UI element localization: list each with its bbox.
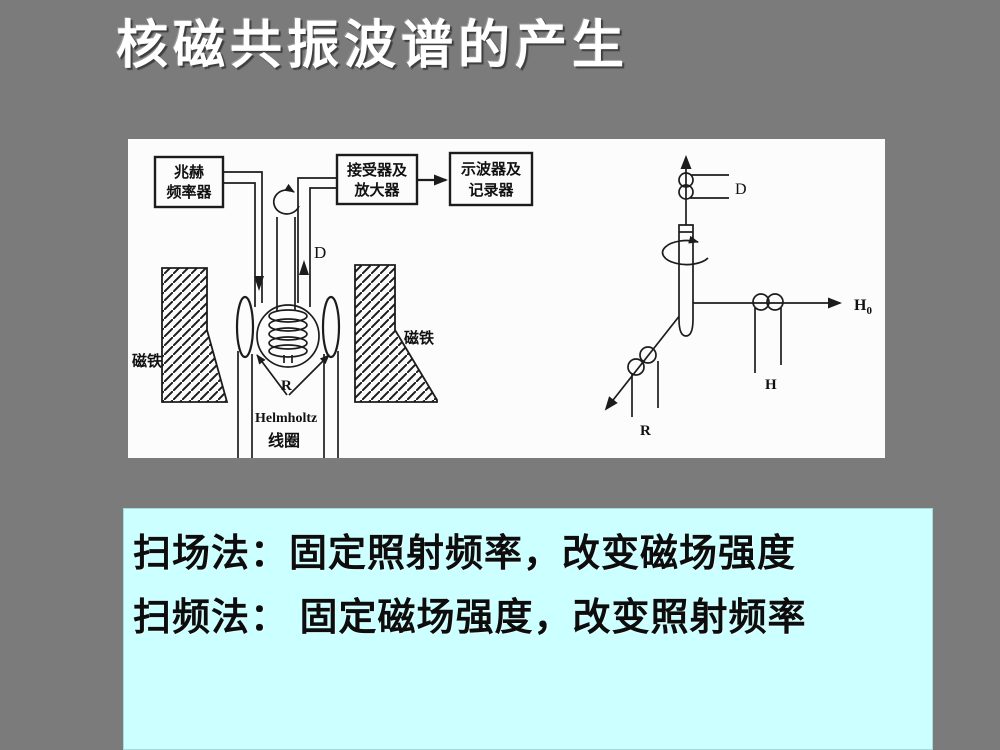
helmholtz-label-line1: Helmholtz: [255, 411, 317, 426]
nmr-diagram-panel: 兆赫 频率器 接受器及 放大器 示波器及 记录器: [128, 139, 885, 458]
receiver-coil-3d-label: R: [640, 423, 651, 439]
note-line-field-sweep: 扫场法：固定照射频率，改变磁场强度: [133, 533, 797, 575]
oscilloscope-recorder-label-line1: 示波器及: [461, 160, 522, 178]
helmholtz-coils: R Helmholtz 线圈: [235, 295, 341, 458]
flow-box-oscilloscope-recorder: 示波器及 记录器: [448, 151, 534, 207]
helmholtz-label-line2: 线圈: [268, 431, 300, 450]
magnet-left-block: [161, 267, 229, 403]
receiver-coil-label: R: [281, 378, 292, 394]
spin-arrow-icon: [272, 183, 300, 215]
probe-coil: [256, 304, 320, 368]
magnet-right-label: 磁铁: [404, 329, 434, 347]
detector-wire-label: D: [314, 243, 326, 262]
transmitter-wires: [223, 171, 264, 307]
notes-box: 扫场法：固定照射频率，改变磁场强度 扫频法： 固定磁场强度，改变照射频率: [123, 508, 933, 750]
h0-axis-label: H0: [854, 297, 872, 317]
sweep-coil-label: H: [765, 377, 777, 393]
flow-box-frequency-generator: 兆赫 频率器: [153, 155, 225, 209]
sample-tube: [272, 183, 300, 311]
down-arrow: [254, 276, 264, 291]
flow-box-receiver-amplifier: 接受器及 放大器: [335, 153, 419, 206]
diagonal-axis: [604, 304, 689, 411]
frequency-generator-label-line2: 频率器: [166, 183, 212, 201]
coil-geometry-figure: H0 D H: [604, 155, 872, 439]
magnet-poles: 磁铁 磁铁: [132, 264, 438, 403]
receiver-amplifier-label-line1: 接受器及: [347, 161, 408, 179]
detector-coil-label: D: [735, 181, 747, 198]
note-line-frequency-sweep: 扫频法： 固定磁场强度，改变照射频率: [133, 596, 807, 639]
sweep-coil: H: [752, 293, 784, 393]
detector-coil: D: [678, 172, 747, 200]
magnet-left-label: 磁铁: [132, 352, 162, 370]
receiver-amplifier-label-line2: 放大器: [353, 181, 400, 199]
frequency-generator-label-line1: 兆赫: [174, 163, 204, 181]
sample-tube-3d: [661, 224, 709, 337]
magnet-right-block: [354, 264, 438, 403]
detector-wires: D: [297, 177, 337, 307]
spin-arrow-icon: [661, 235, 709, 266]
oscilloscope-recorder-label-line2: 记录器: [468, 182, 514, 199]
nmr-schematic-figure: 兆赫 频率器 接受器及 放大器 示波器及 记录器: [132, 151, 872, 458]
spectrometer-schematic: 兆赫 频率器 接受器及 放大器 示波器及 记录器: [132, 151, 534, 458]
receiver-coil-3d: R: [627, 346, 659, 439]
up-arrow: [299, 260, 309, 275]
page-title: 核磁共振波谱的产生: [116, 18, 630, 75]
